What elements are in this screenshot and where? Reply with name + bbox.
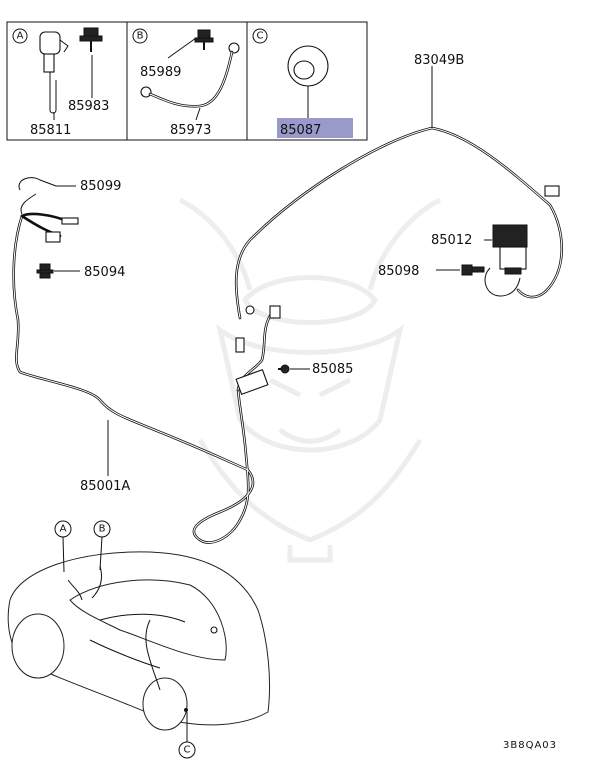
leader-85989 [167, 37, 197, 59]
callout-85012: 85012 [431, 233, 472, 248]
ground-strap-part [140, 42, 240, 108]
watermark-emblem [178, 197, 442, 563]
car-marker-b-leader [99, 536, 103, 571]
part-label-85989: 85989 [140, 65, 181, 80]
car-window [69, 579, 227, 661]
car-marker-b-label: B [99, 524, 106, 535]
car-wheel-front [11, 613, 65, 679]
inset-box-b: B 85989 85973 [132, 28, 240, 138]
part-label-85973: 85973 [170, 123, 211, 138]
callout-85094: 85094 [84, 265, 125, 280]
antenna-amplifier-85012 [484, 224, 528, 297]
connector-83049b-end [544, 185, 560, 197]
part-label-85811: 85811 [30, 123, 71, 138]
diagram-code: 3B8QA03 [503, 740, 557, 751]
car-marker-c-label: C [184, 745, 191, 756]
car-marker-a-leader [62, 536, 65, 573]
inset-c-marker-label: C [257, 31, 264, 42]
connector-85001a-end [45, 231, 61, 243]
inset-panel: A 85983 85811 B [6, 21, 368, 141]
callout-85085: 85085 [312, 362, 353, 377]
part-label-85087[interactable]: 85087 [280, 123, 321, 138]
antenna-cable-83049b [234, 126, 564, 320]
bolt-85098 [461, 264, 485, 276]
ground-screw-part [194, 29, 214, 50]
inset-box-a: A 85983 85811 [12, 27, 109, 138]
inset-b-marker-label: B [137, 31, 144, 42]
clip-85099 [18, 177, 57, 215]
car-overview [7, 551, 271, 731]
grommet-part [287, 45, 329, 87]
antenna-base-part [39, 31, 69, 114]
inset-box-c: C 85087 [252, 28, 353, 138]
part-85087-highlight[interactable] [277, 118, 353, 138]
car-marker-a-label: A [60, 524, 67, 535]
callout-83049b: 83049B [414, 53, 464, 68]
inset-c-marker [252, 28, 268, 44]
part-label-85983: 85983 [68, 99, 109, 114]
callout-85001a: 85001A [80, 479, 130, 494]
inset-b-marker [132, 28, 148, 44]
bolt-part [79, 27, 103, 52]
callout-85099: 85099 [80, 179, 121, 194]
screw-85085 [278, 364, 290, 374]
clip-85094 [36, 263, 54, 279]
callout-85098: 85098 [378, 264, 419, 279]
car-wheel-rear [142, 677, 188, 731]
inset-a-marker [12, 28, 28, 44]
inset-a-marker-label: A [17, 31, 24, 42]
antenna-feeder-85001a [12, 212, 281, 544]
noise-filter-box [235, 368, 269, 396]
leader-85973 [195, 107, 201, 121]
inset-frame [6, 21, 368, 141]
